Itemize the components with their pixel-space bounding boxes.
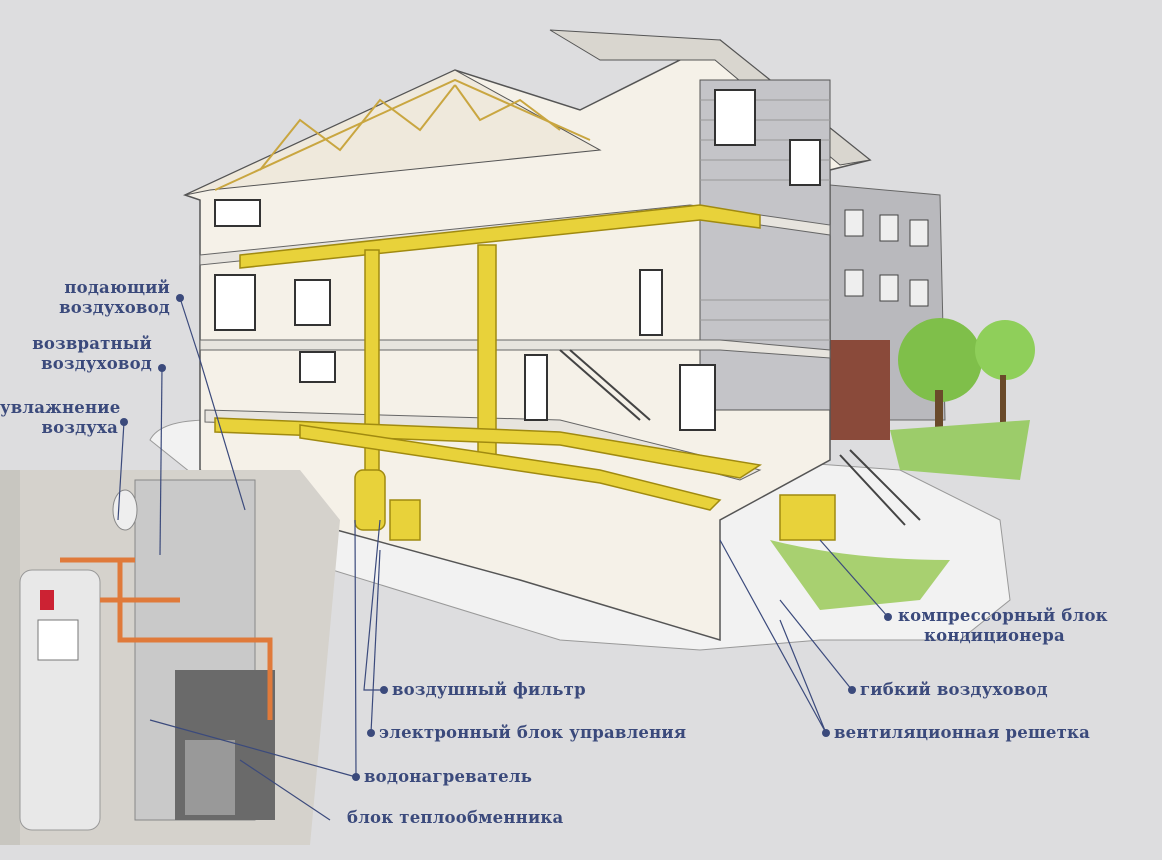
label-air-filter: воздушный фильтр — [392, 680, 586, 699]
label-water-heater: водонагреватель — [364, 767, 533, 786]
label-line: воздуховод — [59, 298, 170, 317]
label-heat-exchanger: блок теплообменника — [347, 808, 564, 827]
label-flex-duct: гибкий воздуховод — [860, 680, 1048, 699]
label-line: возвратный — [32, 334, 152, 353]
label-line: кондиционера — [924, 626, 1065, 645]
label-line: увлажнение — [0, 398, 121, 417]
duct-system — [214, 204, 836, 541]
label-return-duct: возвратный воздуховод — [0, 334, 152, 374]
label-supply-duct: подающий воздуховод — [20, 278, 170, 318]
label-line: воздуховод — [41, 354, 152, 373]
label-ac-compressor: компрессорный блок кондиционера — [898, 606, 1108, 646]
trees — [770, 318, 1035, 610]
label-vent-grille: вентиляционная решетка — [834, 723, 1091, 742]
label-control-unit: электронный блок управления — [379, 723, 687, 742]
label-humidifier: увлажнение воздуха — [0, 398, 121, 438]
equipment-photo — [0, 470, 340, 845]
label-line: воздуха — [41, 418, 118, 437]
leader-dots — [120, 294, 892, 781]
neighbor-building — [820, 184, 946, 440]
leader-lines — [117, 297, 889, 821]
label-line: компрессорный блок — [898, 606, 1108, 625]
label-line: подающий — [64, 278, 170, 297]
